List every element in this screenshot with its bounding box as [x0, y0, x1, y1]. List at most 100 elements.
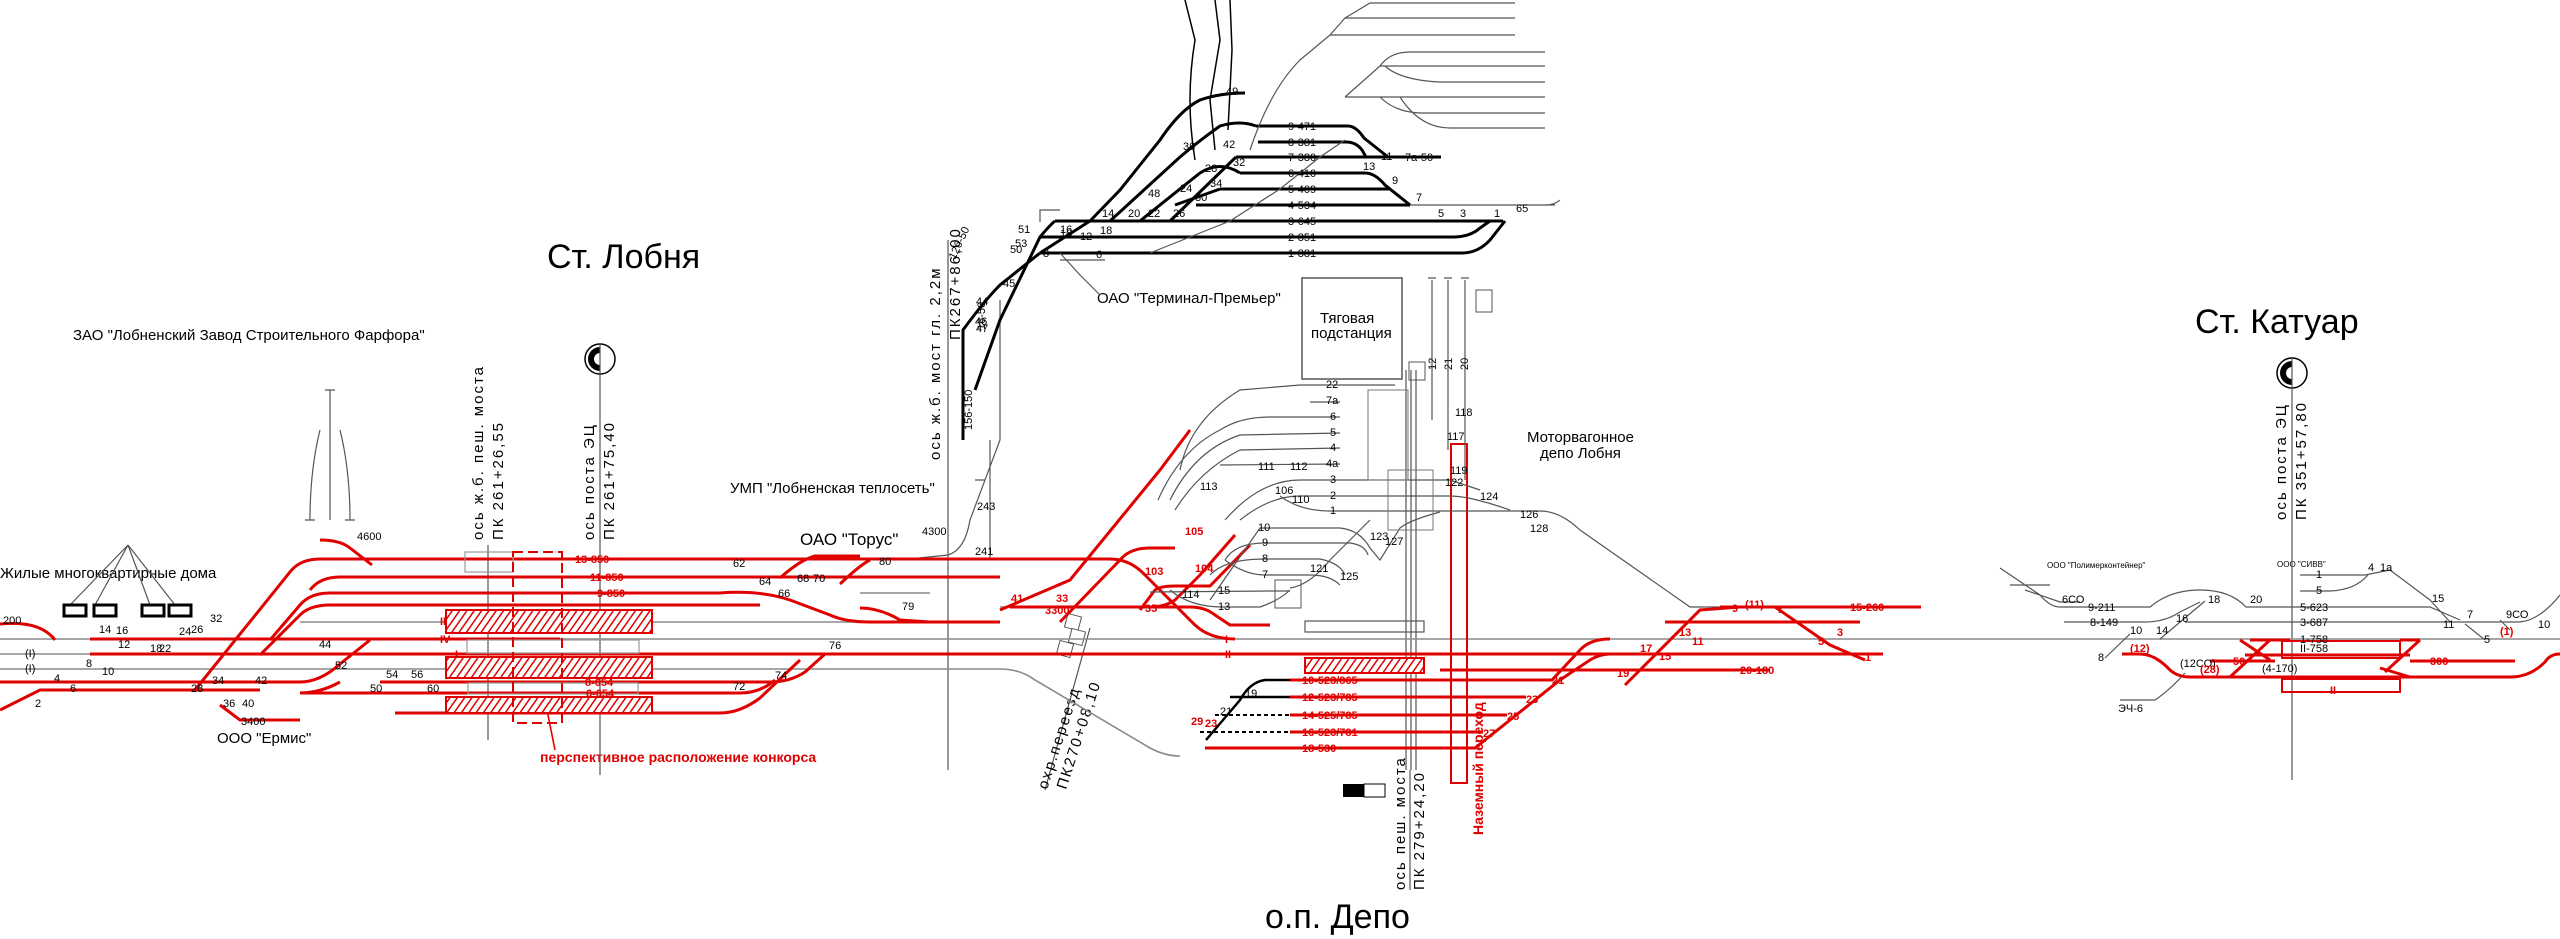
switches-depot-label: 127 [1385, 536, 1403, 548]
tracks-depot-red-label: 18-530 [1302, 743, 1336, 755]
switches-yard-label: 18 [1100, 225, 1112, 237]
switches-lobnya-label: 4600 [357, 531, 381, 543]
tracks-depot-black-label: 7а [1326, 395, 1339, 407]
tracks-depot-black-label: 10 [1258, 522, 1270, 534]
switches-yard-label: 16 [1060, 224, 1072, 236]
switches-yard-label: 30 [1195, 192, 1207, 204]
switches-depot-label: 103 [1145, 566, 1163, 578]
tracks-lobnya-label: 13-850 [575, 554, 609, 566]
org-label-sivv: ООО "СИВВ" [2277, 560, 2326, 569]
tracks-yard-label: 7-380 [1288, 152, 1316, 164]
axis-rail-bridge: ось ж.б. мост гл. 2,2м ПК267+86,00 [927, 227, 964, 770]
switches-depot-label: 1 [1865, 652, 1871, 664]
switches-yard-label: 32 [1233, 157, 1245, 169]
switches-depot-label: 17 [1640, 643, 1652, 655]
substation-label-2: подстанция [1311, 325, 1392, 342]
switches-lobnya-label: 28 [191, 683, 203, 695]
switches-lobnya-label: 4 [54, 673, 60, 685]
mains-label: I [1225, 634, 1228, 646]
switches-lobnya-label: 52 [335, 660, 347, 672]
axis-pk: ПК 261+26,55 [490, 421, 507, 540]
platform-hatched [1304, 657, 1425, 674]
tracks-katuar-label: 8-149 [2090, 617, 2118, 629]
switches-yard-label: 9 [1392, 175, 1398, 187]
tracks-depot-black-label: 20 [1459, 358, 1471, 370]
tracks-depot-red-label: 10-523/865 [1302, 675, 1358, 687]
switches-depot-label: 35 [1145, 603, 1157, 615]
switches-depot-label: 25 [1507, 711, 1519, 723]
switches-lobnya-label: 22 [159, 643, 171, 655]
switches-lobnya-label: 16 [116, 625, 128, 637]
switches-depot-label: 126 [1520, 509, 1538, 521]
tracks-depot-black-label: 2 [1330, 490, 1336, 502]
switches-yard-label: 14 [1102, 208, 1114, 220]
switches-depot-label: 123 [1370, 531, 1388, 543]
switches-yard-label: 5 [1438, 208, 1444, 220]
mains-label: (I) [25, 648, 35, 660]
switches-depot-label: (11) [1745, 599, 1764, 611]
switches-katuar-label: 4 [2368, 562, 2374, 574]
switches-yard-label: 42 [1223, 139, 1235, 151]
switches-depot-label: 5 [1818, 636, 1824, 648]
switches-yard-label: 28 [1205, 163, 1217, 175]
tracks-yard-label: 5-409 [1288, 184, 1316, 196]
tracks-yard-label: 8-381 [1288, 137, 1316, 149]
red-tracks-depot [1200, 605, 1921, 750]
switches-lobnya-label: 72 [733, 681, 745, 693]
axis-ec-post-katuar: ось поста ЭЦ ПК 351+57,80 [2273, 357, 2310, 780]
switches-lobnya-label: 66 [778, 588, 790, 600]
tracks-depot-black-label: 22 [1326, 379, 1338, 391]
tracks-depot-black-label: 6 [1330, 411, 1336, 423]
houses-icon [62, 544, 193, 618]
switches-depot-label: 23 [1526, 694, 1538, 706]
axis-pk: ПК 279+24,20 [1411, 771, 1428, 890]
switches-depot-label: 21 [1220, 706, 1232, 718]
switches-depot-label: 125 [1340, 571, 1358, 583]
org-label-teploset: УМП "Лобненская теплосеть" [730, 480, 935, 497]
tracks-depot-black-label: 4а [1326, 458, 1339, 470]
switches-katuar-label: 1 [2316, 569, 2322, 581]
platform-katuar [2281, 640, 2401, 659]
switches-katuar-label: 7 [2467, 609, 2473, 621]
track-labels: 13-85011-8509-8508-6546-654156-15012б-50… [3, 86, 2550, 755]
tracks-depot-red-label: 12-523/785 [1302, 692, 1358, 704]
switches-yard-label: 8 [1043, 248, 1049, 260]
switches-katuar-label: 9СО [2506, 609, 2529, 621]
mains-label: I [455, 649, 458, 661]
switches-lobnya-label: 18 [150, 643, 162, 655]
switches-depot-label: 113 [1200, 481, 1218, 493]
switches-katuar-label: 20 [2250, 594, 2262, 606]
tracks-katuar-label: 5-623 [2300, 602, 2328, 614]
switches-katuar-label: 5 [2316, 585, 2322, 597]
switches-depot-label: 110 [1292, 494, 1310, 506]
tracks-katuar-label: 50 [2233, 656, 2245, 668]
axis-label: ось поста ЭЦ [581, 423, 598, 540]
mains-label: II [1225, 649, 1231, 661]
switches-depot-label: 124 [1480, 491, 1498, 503]
switches-yard-label: 47 [976, 323, 988, 335]
switches-katuar-label: 8 [2098, 652, 2104, 664]
switches-depot-label: 11 [1692, 636, 1704, 648]
tracks-depot-black-label: 1 [1330, 505, 1336, 517]
switches-depot-label: 15 [1659, 651, 1671, 663]
tracks-depot-red-label: 20-180 [1740, 665, 1774, 677]
switches-yard-label: 34 [1210, 178, 1222, 190]
station-title-katuar: Ст. Катуар [2195, 303, 2359, 341]
tracks-depot-black-label: 4 [1330, 442, 1336, 454]
switches-lobnya-label: 34 [212, 675, 224, 687]
tracks-katuar-label: 3-687 [2300, 617, 2328, 629]
switches-katuar-label: 14 [2156, 625, 2168, 637]
tracks-yard-label: 9-471 [1288, 121, 1316, 133]
crossing-note: Наземный переход [1470, 702, 1486, 835]
switches-yard-label: 11 [1381, 151, 1392, 163]
tracks-depot-black-label: 15 [1218, 585, 1230, 597]
switches-depot-label: 19 [1617, 668, 1629, 680]
switches-depot-label: 33 [1056, 593, 1068, 605]
axis-label: ось поста ЭЦ [2273, 403, 2290, 520]
switches-lobnya-label: 50 [370, 683, 382, 695]
mains-label: II [440, 616, 446, 628]
tracks-depot-red-label: 15-260 [1850, 602, 1884, 614]
tracks-yard-label: 6-410 [1288, 168, 1316, 180]
switches-lobnya-label: 40 [242, 698, 254, 710]
switches-depot-label: 23 [1205, 718, 1217, 730]
